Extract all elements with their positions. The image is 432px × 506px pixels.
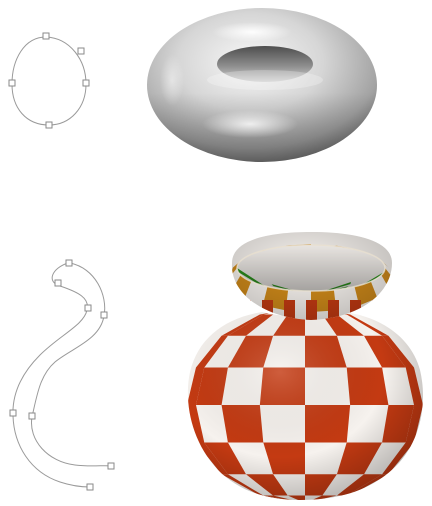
torus-specular-side xyxy=(160,54,184,106)
control-point-handle xyxy=(46,122,52,128)
oval-profile-line xyxy=(12,37,86,125)
vase-body xyxy=(180,300,430,506)
torus-inner-lip-highlight xyxy=(207,70,323,90)
torus-specular-front xyxy=(202,110,298,138)
control-point-handle xyxy=(78,48,84,54)
s-profile-outer-line xyxy=(31,263,112,466)
control-point-handle xyxy=(55,280,61,286)
control-point-handle xyxy=(10,410,16,416)
control-point-handle xyxy=(29,413,35,419)
control-point-handle xyxy=(85,305,91,311)
control-point-handle xyxy=(9,80,15,86)
control-point-handle xyxy=(43,33,49,39)
control-point-handle xyxy=(83,80,89,86)
torus-surface xyxy=(147,8,377,162)
vase-surface xyxy=(180,228,430,506)
control-point-handle xyxy=(101,312,107,318)
control-point-handle xyxy=(66,260,72,266)
oval-profile-curve xyxy=(9,33,89,128)
s-profile-curve xyxy=(10,260,114,490)
control-point-handle xyxy=(87,484,93,490)
checker-tile xyxy=(372,300,383,320)
s-profile-inner-line xyxy=(13,263,90,487)
control-point-handle xyxy=(108,463,114,469)
torus-specular-top xyxy=(212,22,292,42)
